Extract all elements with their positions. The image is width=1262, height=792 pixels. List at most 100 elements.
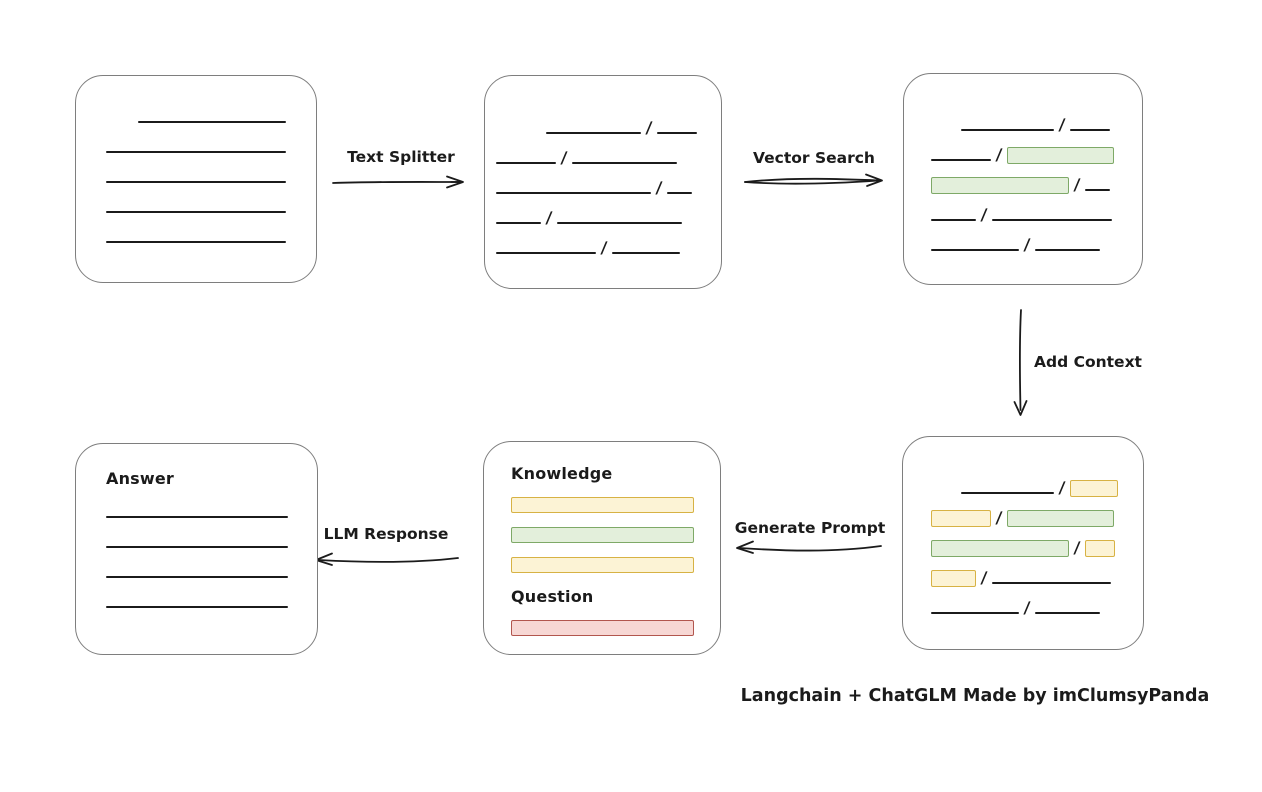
answer-box: Answer: [75, 443, 318, 655]
document-lines: [106, 121, 316, 243]
text-splitter-label: Text Splitter: [347, 148, 455, 166]
text-line: [496, 162, 556, 164]
text-line: [1034, 249, 1100, 251]
chunk-row: /: [931, 140, 1142, 170]
question-bars: [511, 620, 720, 636]
green-bar: [511, 527, 694, 543]
chunk-rows: / / / / /: [496, 113, 721, 263]
chunk-row: /: [496, 233, 721, 263]
text-line: [546, 132, 641, 134]
text-line: [106, 241, 286, 243]
chunk-row: /: [496, 203, 721, 233]
vector-search-label: Vector Search: [753, 149, 875, 167]
chunk-row: /: [931, 473, 1143, 503]
prompt-box: Knowledge Question: [483, 441, 721, 655]
text-line: [496, 222, 541, 224]
yellow-chunk: [1084, 539, 1115, 557]
text-line: [1069, 129, 1110, 131]
slash-separator: /: [655, 178, 663, 197]
text-line: [556, 222, 682, 224]
text-line: [931, 159, 991, 161]
chunk-row: /: [931, 593, 1143, 623]
text-line: [496, 192, 651, 194]
text-line: [106, 576, 288, 578]
green-chunk: [931, 176, 1069, 194]
text-line: [106, 151, 286, 153]
slash-separator: /: [645, 118, 653, 137]
text-line: [931, 219, 976, 221]
green-chunk: [931, 539, 1069, 557]
slash-separator: /: [995, 145, 1003, 164]
yellow-chunk: [931, 509, 991, 527]
slash-separator: /: [995, 508, 1003, 527]
text-line: [106, 516, 288, 518]
chunk-rows: / / / / /: [931, 110, 1142, 260]
knowledge-heading: Knowledge: [511, 464, 613, 483]
slash-separator: /: [1073, 538, 1081, 557]
yellow-chunk: [1069, 479, 1118, 497]
source-document-box: [75, 75, 317, 283]
green-chunk: [1006, 146, 1114, 164]
yellow-bar: [511, 497, 694, 513]
slash-separator: /: [560, 148, 568, 167]
chunk-row: /: [496, 173, 721, 203]
generate-prompt-arrow: [736, 540, 882, 554]
text-line: [571, 162, 677, 164]
text-line: [106, 606, 288, 608]
text-line: [961, 129, 1054, 131]
text-splitter-arrow: [332, 175, 464, 189]
chunk-row: /: [931, 200, 1142, 230]
llm-response-arrow: [315, 552, 459, 566]
text-line: [961, 492, 1054, 494]
red-bar: [511, 620, 694, 636]
llm-response-label: LLM Response: [323, 525, 449, 543]
add-context-arrow: [1013, 309, 1028, 416]
chunk-row: /: [931, 230, 1142, 260]
add-context-label: Add Context: [1034, 353, 1142, 371]
text-line: [656, 132, 697, 134]
text-line: [991, 582, 1111, 584]
text-line: [1034, 612, 1100, 614]
slash-separator: /: [1023, 598, 1031, 617]
context-chunks-box: / / / / /: [902, 436, 1144, 650]
chunk-row: /: [931, 110, 1142, 140]
yellow-chunk: [931, 569, 976, 587]
chunk-row: /: [931, 563, 1143, 593]
chunk-row: /: [496, 113, 721, 143]
slash-separator: /: [1058, 478, 1066, 497]
search-results-box: / / / / /: [903, 73, 1143, 285]
knowledge-bars: [511, 497, 720, 573]
chunk-row: /: [496, 143, 721, 173]
slash-separator: /: [1023, 235, 1031, 254]
slash-separator: /: [600, 238, 608, 257]
text-line: [666, 192, 692, 194]
answer-lines: [106, 516, 317, 608]
chunk-row: /: [931, 170, 1142, 200]
text-line: [106, 546, 288, 548]
slash-separator: /: [1058, 115, 1066, 134]
split-chunks-box: / / / / /: [484, 75, 722, 289]
chunk-row: /: [931, 533, 1143, 563]
generate-prompt-label: Generate Prompt: [734, 519, 886, 537]
text-line: [931, 249, 1019, 251]
text-line: [138, 121, 286, 123]
yellow-bar: [511, 557, 694, 573]
text-line: [991, 219, 1112, 221]
slash-separator: /: [1073, 175, 1081, 194]
text-line: [106, 181, 286, 183]
chunk-row: /: [931, 503, 1143, 533]
vector-search-arrow: [744, 173, 883, 187]
text-line: [496, 252, 596, 254]
chunk-rows: / / / / /: [931, 473, 1143, 623]
green-chunk: [1006, 509, 1114, 527]
answer-heading: Answer: [106, 469, 175, 488]
slash-separator: /: [545, 208, 553, 227]
text-line: [611, 252, 680, 254]
text-line: [106, 211, 286, 213]
question-heading: Question: [511, 587, 594, 606]
slash-separator: /: [980, 568, 988, 587]
diagram-caption: Langchain + ChatGLM Made by imClumsyPand…: [740, 686, 1210, 706]
text-line: [931, 612, 1019, 614]
slash-separator: /: [980, 205, 988, 224]
